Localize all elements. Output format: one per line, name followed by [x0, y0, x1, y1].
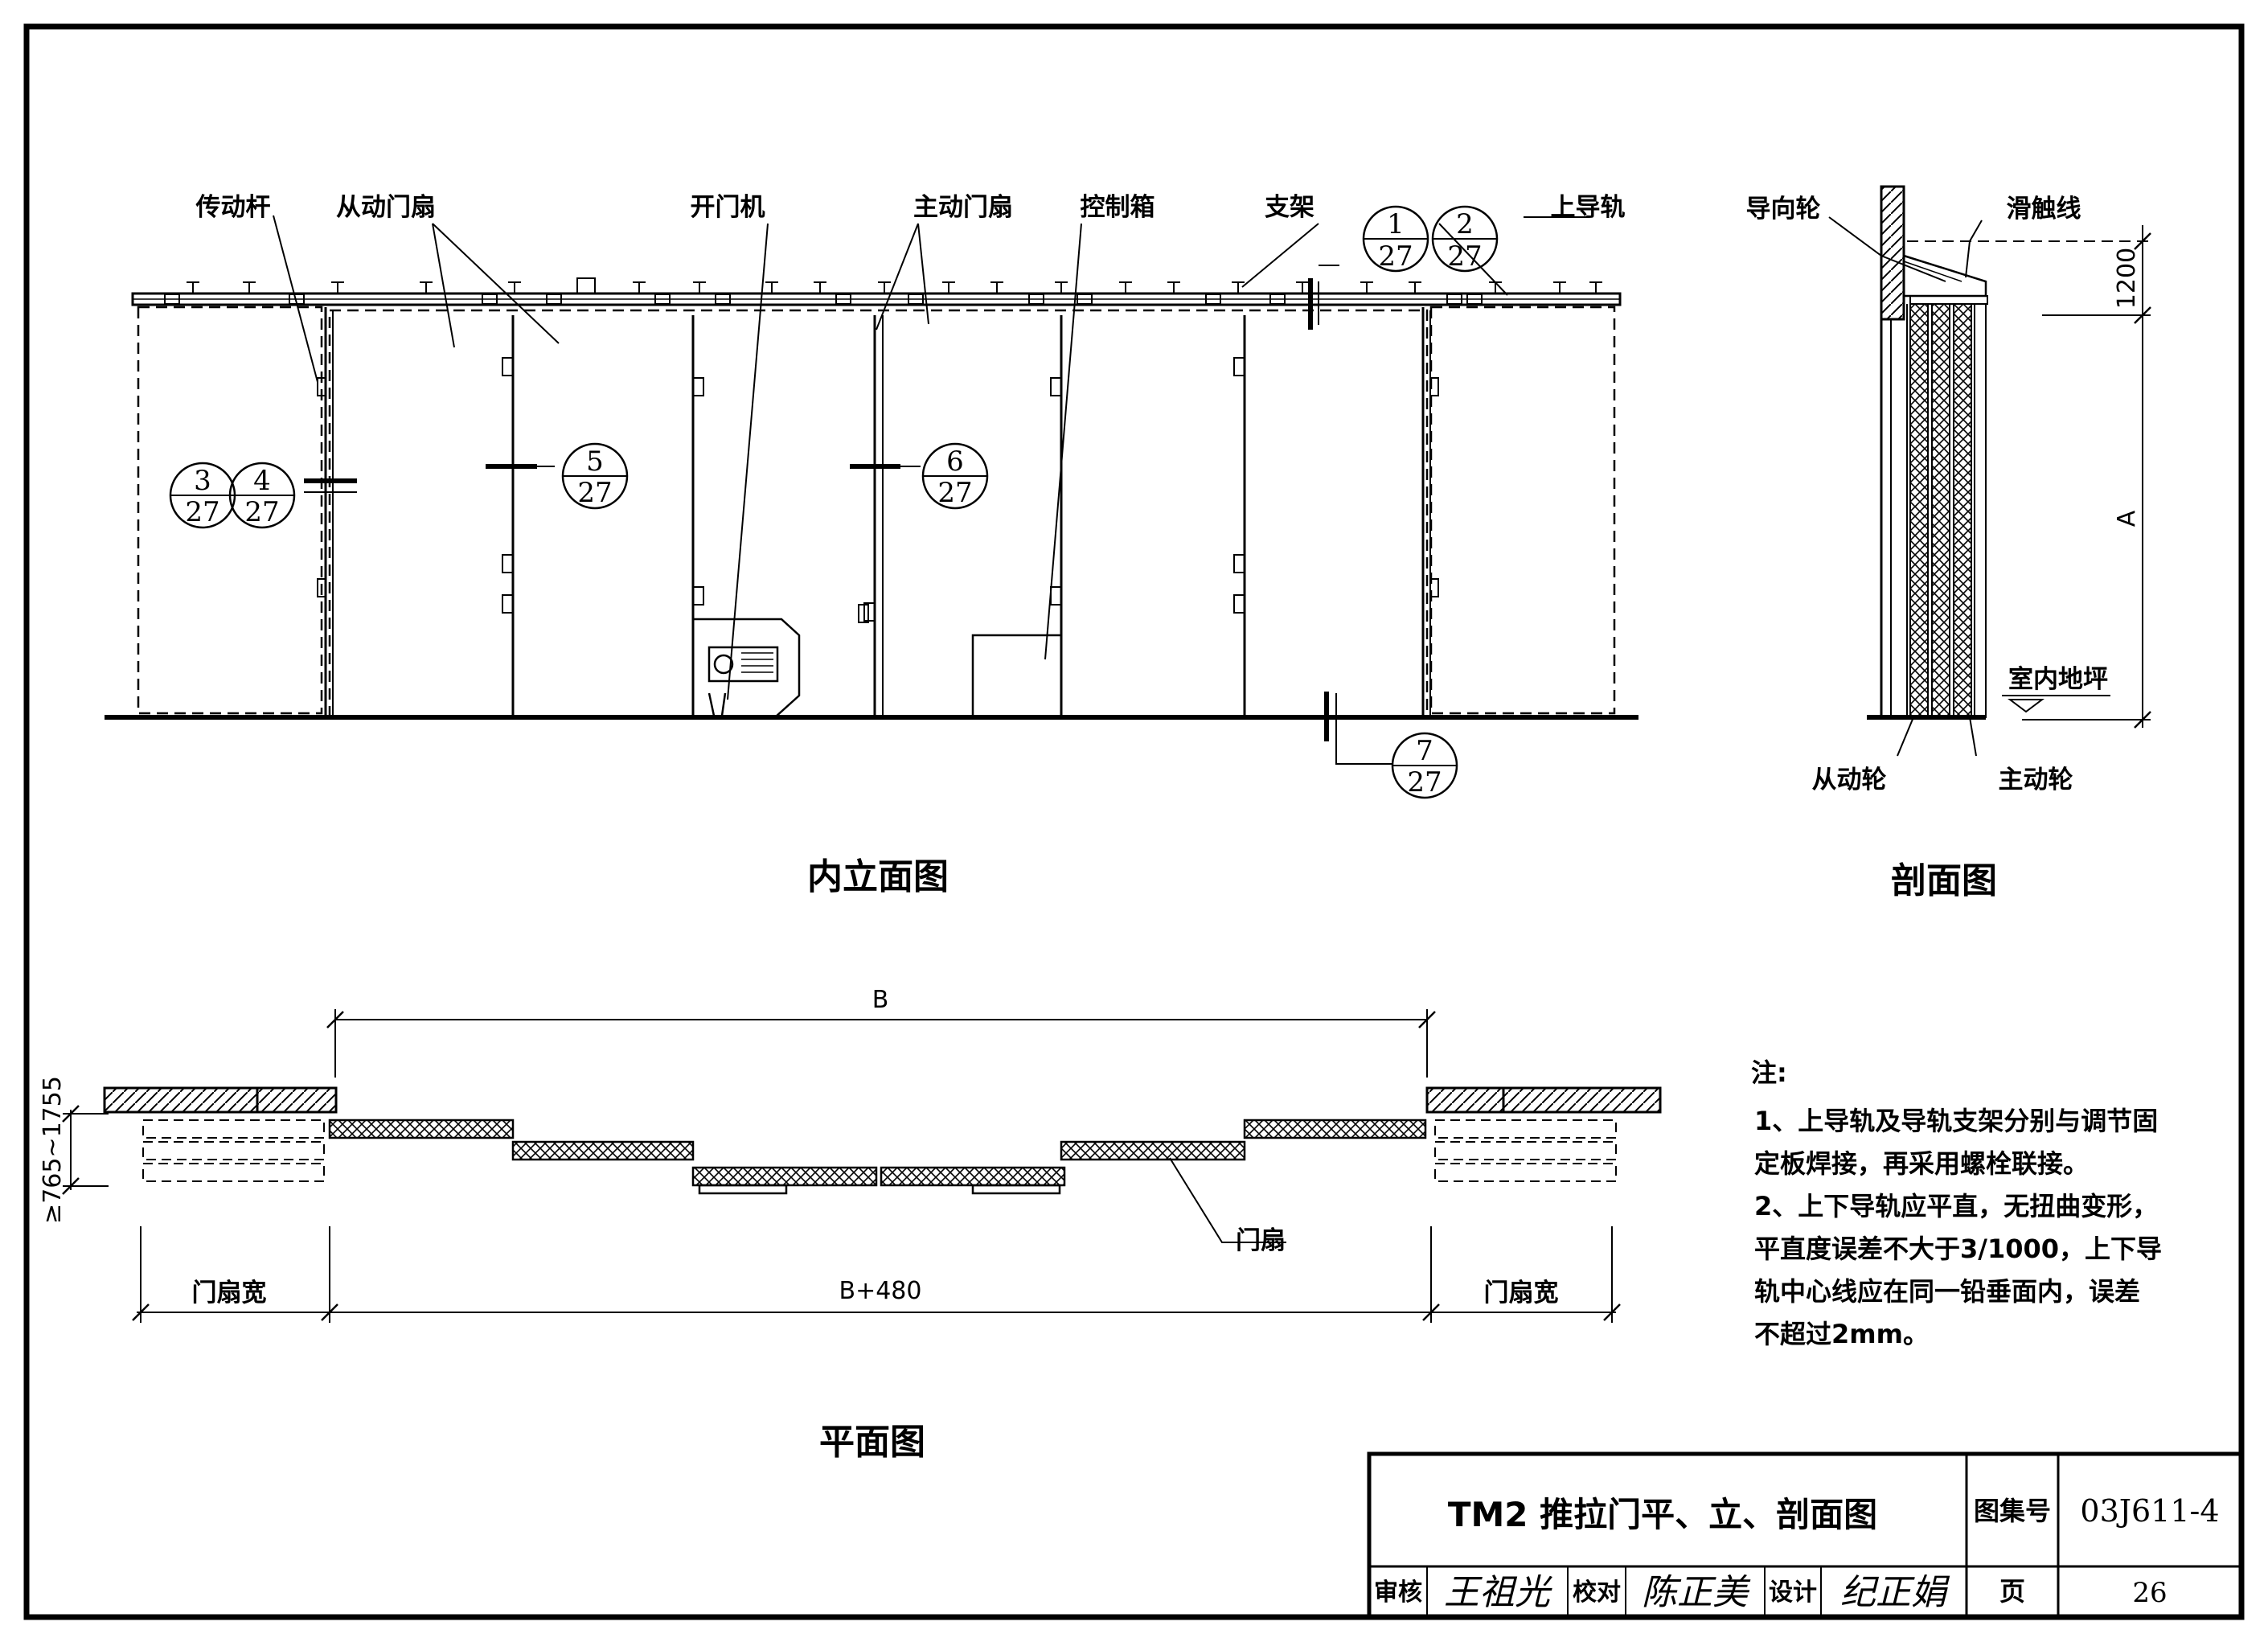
callout-7: 7 27	[1391, 732, 1458, 799]
notes-heading: 注:	[1751, 1057, 1787, 1088]
dim-plan-total: B+480	[839, 1277, 922, 1305]
label-leaf-width-right: 门扇宽	[1484, 1279, 1559, 1308]
label-indoor-floor: 室内地坪	[2008, 665, 2108, 694]
svg-text:4: 4	[253, 465, 271, 497]
elevation-view	[105, 215, 1638, 765]
design-label: 设计	[1769, 1578, 1817, 1607]
plan-view	[62, 1009, 1662, 1323]
svg-text:27: 27	[185, 496, 219, 528]
title-block	[1367, 1451, 2244, 1620]
note-line-2: 定板焊接，再采用螺栓联接。	[1754, 1148, 2089, 1179]
label-guide-wheel: 导向轮	[1746, 195, 1821, 224]
svg-text:2: 2	[1456, 208, 1474, 240]
svg-text:27: 27	[937, 477, 972, 509]
page-label: 页	[1999, 1576, 2025, 1607]
page-number: 26	[2132, 1577, 2167, 1609]
label-control-box: 控制箱	[1081, 193, 1155, 222]
label-leaf-width-left: 门扇宽	[192, 1279, 267, 1308]
check-signature: 陈正美	[1642, 1572, 1751, 1613]
title-plan: 平面图	[819, 1422, 925, 1463]
label-upper-rail: 上导轨	[1551, 193, 1626, 222]
svg-text:3: 3	[194, 465, 211, 497]
note-line-6: 不超过2mm。	[1754, 1319, 1929, 1349]
svg-text:5: 5	[586, 445, 604, 478]
dim-section-top: 1200	[2113, 248, 2141, 309]
title-elevation: 内立面图	[807, 856, 949, 897]
label-bracket: 支架	[1265, 193, 1314, 222]
callout-1: 1 27	[1362, 205, 1429, 273]
section-view	[1828, 185, 2151, 757]
note-line-5: 轨中心线应在同一铅垂面内，误差	[1754, 1276, 2140, 1307]
svg-text:27: 27	[577, 477, 612, 509]
svg-text:7: 7	[1416, 735, 1433, 767]
label-drive-wheel: 主动轮	[1999, 766, 2073, 794]
label-transmission-rod: 传动杆	[195, 193, 271, 222]
svg-text:1: 1	[1387, 208, 1405, 240]
dim-plan-depth: ≥765~1755	[39, 1076, 67, 1224]
svg-text:6: 6	[946, 445, 964, 478]
label-driven-wheel: 从动轮	[1812, 766, 1887, 794]
drawing-title: TM2 推拉门平、立、剖面图	[1448, 1495, 1877, 1534]
label-driven-leaf: 从动门扇	[336, 193, 436, 222]
door-operator-unit	[693, 618, 801, 719]
control-box	[971, 634, 1063, 719]
note-line-4: 平直度误差不大于3/1000，上下导	[1754, 1234, 2162, 1264]
title-section: 剖面图	[1891, 860, 1997, 901]
dim-section-height: A	[2113, 510, 2141, 527]
callout-5: 5 27	[561, 442, 629, 510]
sheet-border	[23, 23, 2245, 1620]
svg-text:27: 27	[1407, 766, 1442, 798]
svg-text:27: 27	[1378, 240, 1413, 273]
callout-3: 3 27	[169, 462, 236, 529]
dim-plan-width: B	[872, 986, 889, 1014]
callout-6: 6 27	[921, 442, 989, 510]
atlas-label: 图集号	[1974, 1496, 2051, 1526]
callout-2: 2 27	[1431, 205, 1499, 273]
svg-text:27: 27	[244, 496, 279, 528]
svg-text:27: 27	[1447, 240, 1482, 273]
check-label: 校对	[1573, 1578, 1621, 1607]
label-door-leaf: 门扇	[1236, 1226, 1286, 1255]
label-active-leaf: 主动门扇	[913, 193, 1013, 222]
note-line-3: 2、上下导轨应平直，无扭曲变形，	[1754, 1191, 2158, 1221]
review-signature: 王祖光	[1444, 1572, 1552, 1613]
label-sliding-wire: 滑触线	[2007, 195, 2081, 224]
note-line-1: 1、上导轨及导轨支架分别与调节固	[1754, 1106, 2158, 1136]
label-door-operator: 开门机	[691, 193, 765, 222]
review-label: 审核	[1374, 1578, 1422, 1607]
design-signature: 纪正娟	[1840, 1572, 1950, 1613]
atlas-number: 03J611-4	[2080, 1493, 2219, 1529]
callout-4: 4 27	[228, 462, 296, 529]
